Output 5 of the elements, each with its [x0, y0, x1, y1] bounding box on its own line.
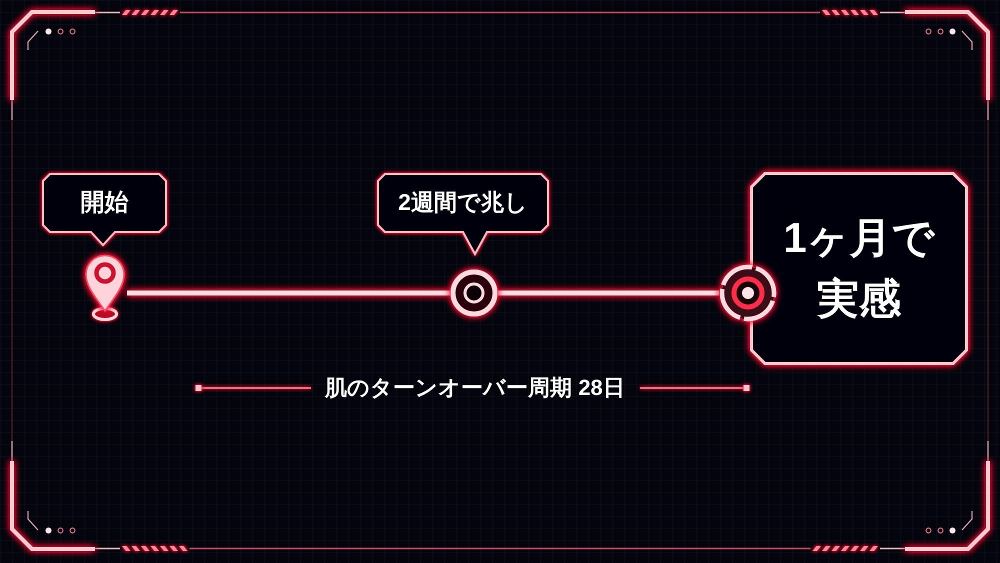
timeline-line — [498, 290, 719, 296]
text-box: 1ヶ月で実感 — [750, 172, 968, 365]
dimension-label: 肌のターンオーバー周期 28日 — [325, 374, 625, 402]
callout-box: 2週間で兆し — [377, 173, 549, 255]
callout-box: 開始 — [42, 173, 167, 246]
